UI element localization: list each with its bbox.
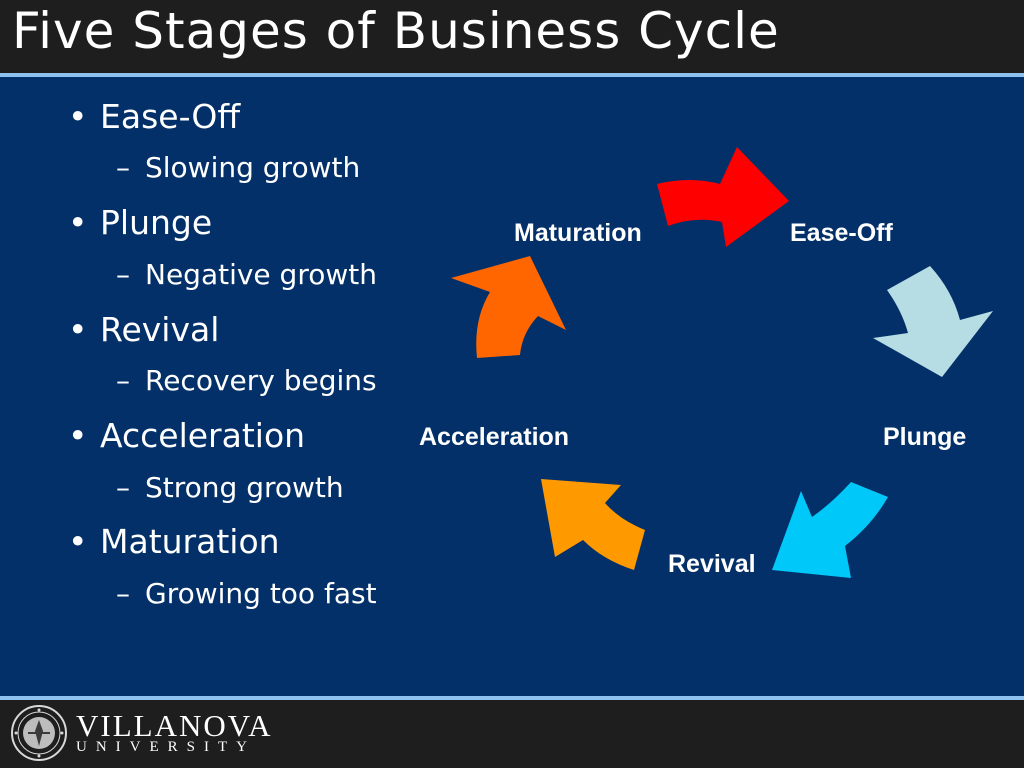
sub-bullet-marker: –: [116, 471, 130, 504]
bullet-label: Maturation: [100, 522, 280, 561]
bullet-marker: •: [68, 416, 88, 455]
bullet-item-maturation: • Maturation: [68, 522, 280, 561]
sub-bullet-maturation: –Growing too fast: [116, 577, 377, 610]
sub-bullet-marker: –: [116, 258, 130, 291]
bullet-marker: •: [68, 310, 88, 349]
sub-bullet-label: Negative growth: [145, 258, 377, 291]
footer-bar: [0, 700, 1024, 768]
arrow-plunge-to-revival: [772, 482, 888, 578]
bullet-marker: •: [68, 522, 88, 561]
arrow-maturation-to-ease-off: [657, 147, 789, 247]
top-divider: [0, 73, 1024, 77]
sub-bullet-ease-off: –Slowing growth: [116, 151, 360, 184]
bullet-item-ease-off: • Ease-Off: [68, 97, 240, 136]
arrow-revival-to-acceleration: [541, 479, 645, 570]
sub-bullet-marker: –: [116, 364, 130, 397]
logo-wordmark: VILLANOVA: [76, 708, 273, 743]
sub-bullet-plunge: –Negative growth: [116, 258, 377, 291]
arrow-acceleration-to-maturation: [451, 256, 566, 358]
sub-bullet-label: Recovery begins: [145, 364, 377, 397]
bullet-label: Acceleration: [100, 416, 306, 455]
sub-bullet-label: Growing too fast: [145, 577, 377, 610]
bottom-divider: [0, 696, 1024, 700]
sub-bullet-label: Slowing growth: [145, 151, 361, 184]
stage-label-maturation: Maturation: [514, 219, 642, 247]
slide-body: [0, 77, 1024, 696]
bullet-label: Plunge: [100, 203, 213, 242]
bullet-item-plunge: • Plunge: [68, 203, 212, 242]
sub-bullet-marker: –: [116, 151, 130, 184]
bullet-marker: •: [68, 97, 88, 136]
stage-label-revival: Revival: [668, 550, 756, 578]
bullet-label: Ease-Off: [100, 97, 241, 136]
stage-label-ease-off: Ease-Off: [790, 219, 893, 247]
logo-subtitle: UNIVERSITY: [76, 739, 256, 755]
sub-bullet-revival: –Recovery begins: [116, 364, 377, 397]
bullet-item-revival: • Revival: [68, 310, 219, 349]
bullet-marker: •: [68, 203, 88, 242]
villanova-seal-icon: [11, 705, 67, 761]
arrow-ease-off-to-plunge: [873, 266, 993, 377]
stage-label-plunge: Plunge: [883, 423, 967, 451]
sub-bullet-label: Strong growth: [145, 471, 344, 504]
bullet-item-acceleration: • Acceleration: [68, 416, 305, 455]
slide-title: Five Stages of Business Cycle: [12, 2, 780, 60]
title-bar: Five Stages of Business Cycle: [0, 0, 1024, 73]
sub-bullet-marker: –: [116, 577, 130, 610]
stage-label-acceleration: Acceleration: [419, 423, 570, 451]
bullet-label: Revival: [100, 310, 220, 349]
sub-bullet-acceleration: –Strong growth: [116, 471, 344, 504]
